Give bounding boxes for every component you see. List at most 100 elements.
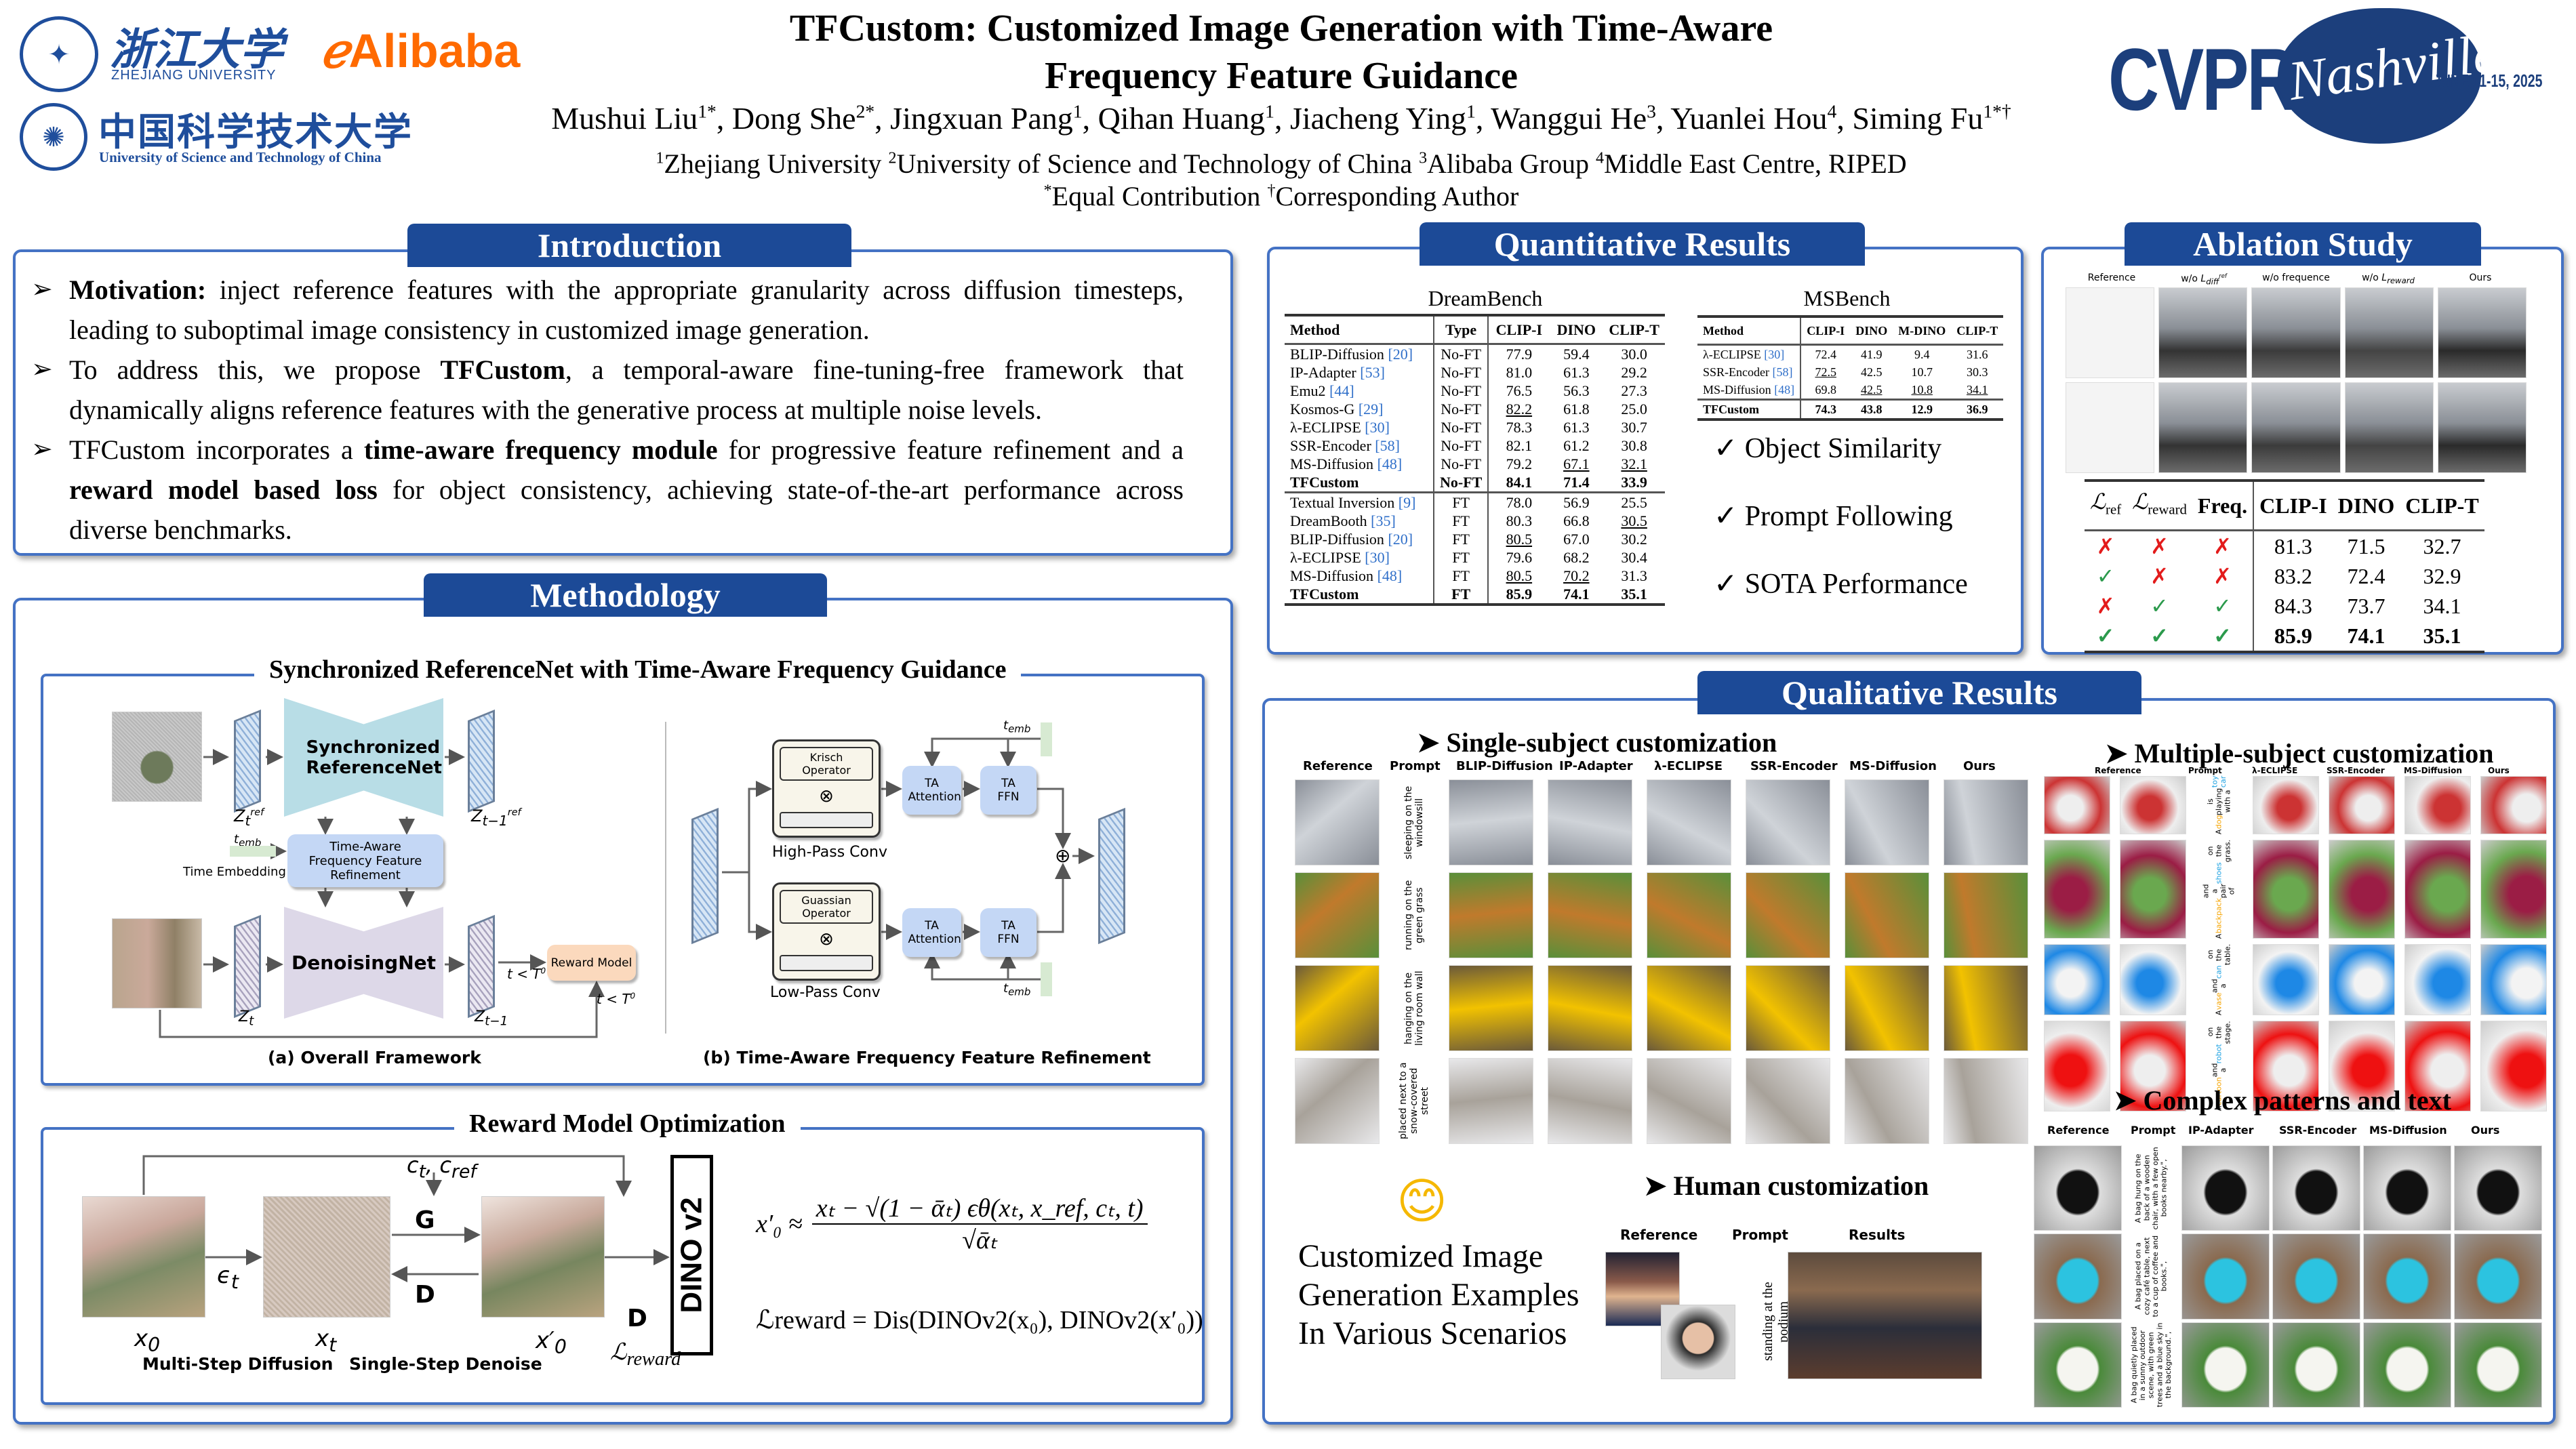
- value-cell: 68.2: [1563, 549, 1590, 566]
- value-cell: 85.9: [1488, 585, 1550, 606]
- highlight-text: Object Similarity: [1744, 433, 1942, 464]
- cross-icon: ✗: [2150, 534, 2169, 559]
- alibaba-logo-text: Alibaba: [348, 24, 521, 77]
- header-symbol: ℒ: [2132, 489, 2148, 514]
- value-cell: 30.0: [1621, 346, 1647, 363]
- prompt-segment: vase: [2214, 993, 2223, 1011]
- prompt-text: running on the green grass: [1403, 880, 1425, 951]
- xt-label: xt: [315, 1325, 337, 1356]
- value-cell: 34.1: [2423, 594, 2461, 619]
- denoised-latent: [468, 914, 495, 1019]
- value-cell: 30.5: [1621, 512, 1647, 529]
- affiliation-name: University of Science and Technology of …: [896, 148, 1413, 179]
- value-cell: 10.8: [1911, 383, 1933, 396]
- reference-image: [2120, 1021, 2186, 1111]
- noisy-latent: [234, 914, 261, 1019]
- low-pass-conv-label: Low-Pass Conv: [770, 984, 881, 1001]
- value-cell: 74.1: [1549, 585, 1604, 606]
- result-image: [2272, 1322, 2360, 1408]
- method-cell: BLIP-Diffusion [20]: [1285, 344, 1434, 363]
- ablation-result-image: [2437, 287, 2527, 378]
- ta-attention-high: TA Attention: [902, 766, 961, 815]
- z-t-ref-label: Ztref: [234, 807, 264, 829]
- value-cell: 12.9: [1893, 399, 1952, 421]
- value-cell: 43.8: [1850, 399, 1893, 421]
- method-name: Emu2: [1290, 382, 1326, 399]
- result-image: [2329, 840, 2395, 939]
- header-symbol: Freq.: [2197, 493, 2248, 518]
- method-name: BLIP-Diffusion: [1290, 531, 1384, 548]
- human-reference-image: [1661, 1305, 1735, 1379]
- math-sup: ref: [2219, 272, 2227, 279]
- method-cell: λ-ECLIPSE [30]: [1285, 418, 1434, 436]
- low-pass-conv-block: Guassian Operator ⊗: [772, 882, 881, 981]
- intro-bullet: ➢To address this, we propose TFCustom, a…: [31, 350, 1184, 430]
- author-affiliation-mark: 1*†: [1983, 100, 2011, 122]
- reference-latent-output: [468, 709, 495, 813]
- reference-image: [1295, 779, 1380, 865]
- value-cell: 56.9: [1549, 491, 1604, 512]
- value-cell: 84.3: [2274, 594, 2312, 619]
- reference-image: [2066, 382, 2155, 473]
- result-image: [2454, 1233, 2542, 1320]
- prompt-segment: dog: [2214, 815, 2223, 830]
- value-cell: 34.1: [1966, 383, 1988, 396]
- output-feature: [1098, 807, 1125, 945]
- separator: ,: [1836, 101, 1853, 136]
- result-image: [2253, 776, 2319, 835]
- result-image: [2329, 944, 2395, 1016]
- eps-label: ϵt: [217, 1262, 239, 1293]
- prompt-segment: on the stage.: [2206, 1021, 2232, 1044]
- result-image: [1647, 1058, 1731, 1144]
- value-cell: FT: [1434, 530, 1489, 548]
- column-header: Ours: [1963, 759, 1996, 773]
- prompt-text: A bag quietly placed in a sunny outdoor …: [2129, 1322, 2173, 1408]
- tafr-block: Time-Aware Frequency Feature Refinement: [287, 834, 443, 887]
- formula-denoise: x′₀ ≈ xₜ − √(1 − ᾱₜ) ϵθ(xₜ, x_ref, cₜ, t…: [756, 1193, 1148, 1255]
- value-cell: 80.3: [1506, 512, 1533, 529]
- methodology-section: [13, 598, 1233, 1425]
- column-header: CLIP-I: [2253, 479, 2333, 532]
- dreambench-title: DreamBench: [1428, 286, 1543, 310]
- note-text: Corresponding Author: [1275, 181, 1519, 211]
- formula-denominator: √ᾱₜ: [962, 1226, 998, 1254]
- author-affiliation-mark: 2*: [856, 100, 875, 122]
- label-text: Ours: [2469, 272, 2492, 283]
- result-image: [1944, 872, 2028, 958]
- result-image: [1548, 779, 1632, 865]
- column-header: Prompt: [1390, 759, 1441, 773]
- reference-image: [2044, 840, 2110, 939]
- arrow-bullet-icon: ➤: [1417, 727, 1447, 758]
- reference-image: [2044, 776, 2110, 835]
- d-label: D: [415, 1281, 435, 1309]
- arrow-bullet-icon: ➢: [31, 355, 53, 384]
- method-cell: MS-Diffusion [48]: [1697, 381, 1802, 400]
- value-cell: 30.8: [1621, 437, 1647, 454]
- reference-image: [2034, 1322, 2122, 1408]
- highlight-item: ✓ SOTA Performance: [1714, 567, 1968, 600]
- prompt-segment: A: [2214, 829, 2223, 835]
- prompt-segment: is playing with a: [2206, 788, 2232, 815]
- z-t-1-ref-label: Zt−1ref: [471, 807, 521, 829]
- column-header: Freq.: [2192, 479, 2255, 532]
- method-name: TFCustom: [1290, 474, 1359, 491]
- intro-text: time-aware frequency module: [363, 434, 718, 465]
- header-sub: reward: [2148, 502, 2187, 518]
- column-header: MS-Diffusion: [1849, 759, 1937, 773]
- high-pass-conv-block: Krisch Operator ⊗: [772, 739, 881, 838]
- cross-icon: ✗: [2150, 564, 2169, 589]
- value-cell: 42.5: [1860, 383, 1883, 396]
- column-header: CLIP-I: [1488, 314, 1550, 345]
- poster-title-line1: TFCustom: Customized Image Generation wi…: [789, 7, 1773, 49]
- ablation-image-label: w/o Lreward: [2342, 272, 2434, 286]
- intro-text: for progressive feature refinement and a: [717, 434, 1184, 465]
- value-cell: 85.9: [2253, 621, 2333, 654]
